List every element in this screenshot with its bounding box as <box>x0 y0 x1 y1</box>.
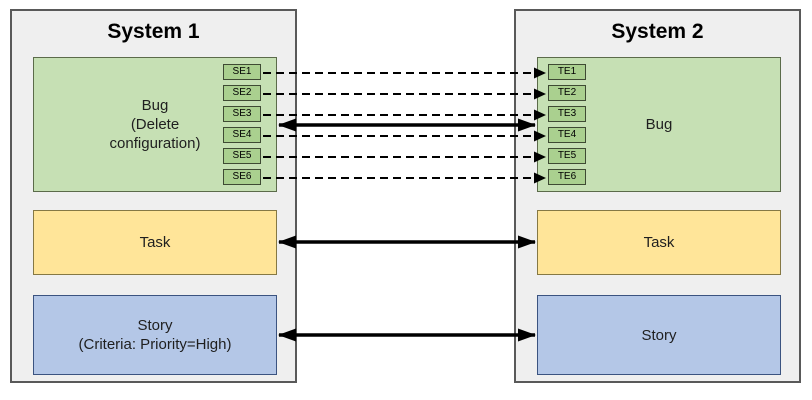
tab-se1: SE1 <box>223 64 261 80</box>
system-1-story-label: Story (Criteria: Priority=High) <box>78 317 232 353</box>
tab-te3: TE3 <box>548 106 586 122</box>
system-2-task-label: Task <box>643 234 675 251</box>
system-1-bug-box: Bug (Delete configuration) SE1 SE2 SE3 S… <box>33 57 277 192</box>
tab-te5: TE5 <box>548 148 586 164</box>
tab-te4: TE4 <box>548 127 586 143</box>
system-1-bug-label: Bug (Delete configuration) <box>109 97 201 152</box>
tab-te2: TE2 <box>548 85 586 101</box>
system-1-task-box: Task <box>33 210 277 275</box>
system-2-container: System 2 Bug TE1 TE2 TE3 TE4 TE5 TE6 Tas… <box>514 9 801 383</box>
system-1-story-box: Story (Criteria: Priority=High) <box>33 295 277 375</box>
system-1-container: System 1 Bug (Delete configuration) SE1 … <box>10 9 297 383</box>
system-2-bug-box: Bug TE1 TE2 TE3 TE4 TE5 TE6 <box>537 57 781 192</box>
system-2-task-box: Task <box>537 210 781 275</box>
system-2-bug-label: Bug <box>645 116 673 133</box>
system-2-story-box: Story <box>537 295 781 375</box>
system-2-story-label: Story <box>641 326 677 344</box>
tab-se4: SE4 <box>223 127 261 143</box>
tab-se6: SE6 <box>223 169 261 185</box>
tab-se5: SE5 <box>223 148 261 164</box>
tab-te1: TE1 <box>548 64 586 80</box>
tab-se2: SE2 <box>223 85 261 101</box>
system-2-title: System 2 <box>611 20 704 43</box>
tab-se3: SE3 <box>223 106 261 122</box>
system-1-task-label: Task <box>139 234 171 251</box>
tab-te6: TE6 <box>548 169 586 185</box>
system-1-title: System 1 <box>107 20 200 43</box>
